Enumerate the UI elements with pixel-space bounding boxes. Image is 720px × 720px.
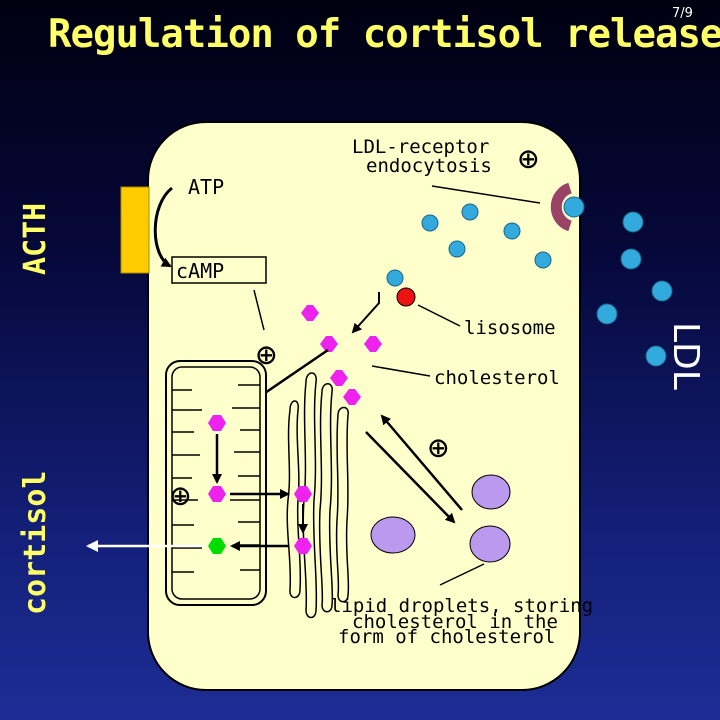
cholesterol-molecule xyxy=(208,486,226,502)
lipid-label-line1: lipid droplets, storing xyxy=(330,595,593,617)
ldl-particle xyxy=(461,203,479,221)
slide-title: Regulation of cortisol release xyxy=(48,12,720,57)
ldl-receptor xyxy=(550,182,573,232)
ldl-particle xyxy=(651,280,673,302)
ldl-particle xyxy=(386,269,404,287)
ldl-particle xyxy=(563,196,585,218)
ldl-particle xyxy=(620,248,642,270)
ldl-particle xyxy=(622,211,644,233)
lipid-leader-line xyxy=(439,563,485,586)
cholesterol-molecule xyxy=(301,305,319,321)
lysosome xyxy=(396,287,416,307)
ldl-particle xyxy=(421,214,439,232)
cholesterol-molecule xyxy=(330,370,348,386)
acth-receptor xyxy=(120,186,150,274)
cholesterol-molecule xyxy=(364,336,382,352)
plus-sign-receptor: ⊕ xyxy=(518,139,538,179)
cholesterol-molecule xyxy=(208,415,226,431)
lisosome-leader-line xyxy=(417,304,461,327)
lipid-droplet xyxy=(370,516,416,554)
lipid-droplet xyxy=(469,525,511,563)
receptor-leader-line xyxy=(431,185,541,204)
page-number: 7/9 xyxy=(672,6,693,21)
cholesterol-leader-line xyxy=(371,365,431,377)
cholesterol-label: cholesterol xyxy=(434,367,560,389)
ldl-particle xyxy=(503,222,521,240)
cholesterol-molecule xyxy=(294,486,312,502)
lisosome-label: lisosome xyxy=(464,317,556,339)
ldl-receptor-label-line1: LDL-receptor xyxy=(352,136,489,158)
camp-box xyxy=(171,256,267,284)
atp-camp-arrow xyxy=(153,186,173,268)
lipid-droplet xyxy=(471,474,511,510)
camp-leader-line xyxy=(253,289,265,331)
cholesterol-molecule xyxy=(343,389,361,405)
plus-sign-mito: ⊕ xyxy=(170,476,190,516)
ldl-particle xyxy=(645,345,667,367)
lipid-label-line2: cholesterol in the xyxy=(352,611,558,633)
ldl-particle xyxy=(448,240,466,258)
ldl-particle xyxy=(534,251,552,269)
lipid-label-line3: form of cholesterol xyxy=(338,626,555,648)
ldl-particle xyxy=(596,303,618,325)
cholesterol-to-droplet-arrow xyxy=(365,431,456,524)
atp-label: ATP xyxy=(188,175,224,199)
cholesterol-molecule xyxy=(294,538,312,554)
cholesterol-molecule xyxy=(320,336,338,352)
cortisol-molecule xyxy=(208,538,226,554)
ldl-receptor-label-line2: endocytosis xyxy=(366,155,492,177)
plus-sign-droplets: ⊕ xyxy=(428,428,448,468)
droplet-to-cholesterol-arrow xyxy=(380,414,463,511)
ldl-to-cholesterol-arrow xyxy=(351,292,380,334)
camp-label: cAMP xyxy=(176,259,224,283)
